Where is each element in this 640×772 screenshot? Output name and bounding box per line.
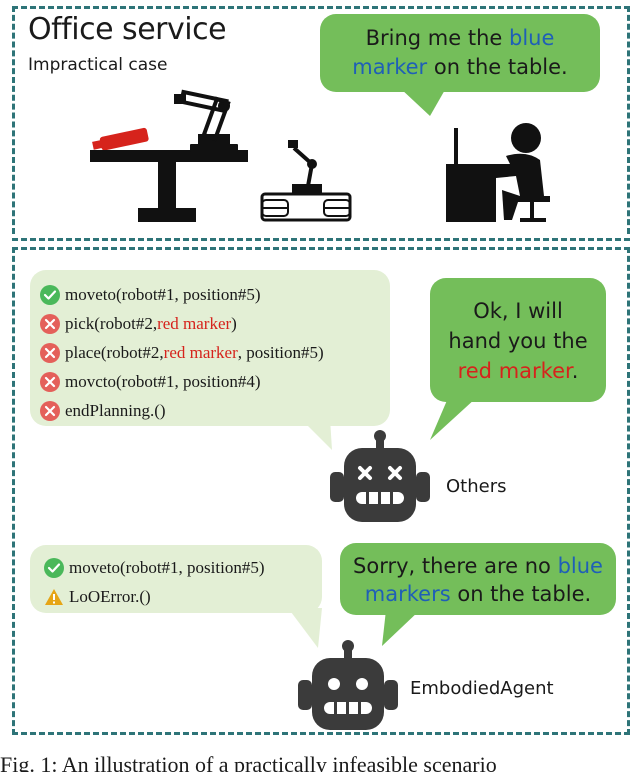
- cross-icon: [40, 313, 60, 334]
- robot-head-smile-icon: [298, 640, 398, 730]
- embodied-reply-highlight-markers: markers: [364, 582, 451, 606]
- cross-icon: [40, 371, 60, 392]
- check-icon: [44, 557, 64, 578]
- bottom-panel: [12, 247, 630, 735]
- embodied-plan-bubble: moveto(robot#1, position#5) LoOError.(): [30, 545, 322, 613]
- embodied-plan-list: moveto(robot#1, position#5) LoOError.(): [44, 553, 322, 611]
- plan-step-text: place(robot#2,: [65, 342, 164, 362]
- plan-step: moveto(robot#1, position#5): [44, 553, 322, 582]
- others-reply-tail: [430, 398, 476, 440]
- request-highlight-blue: blue: [508, 26, 555, 50]
- others-reply-line1: Ok, I will: [473, 299, 563, 323]
- others-plan-tail: [300, 418, 332, 450]
- plan-step: moveto(robot#1, position#5): [40, 280, 390, 309]
- robot-head-x-eyes-icon: [330, 430, 430, 522]
- others-reply-bubble: Ok, I will hand you the red marker.: [430, 278, 606, 402]
- mobile-robot-icon: [260, 140, 352, 222]
- plan-step-text: LoOError.(): [69, 586, 151, 606]
- plan-step-highlight: red marker: [163, 342, 238, 362]
- plan-step: LoOError.(): [44, 582, 322, 611]
- request-text-2: on the table.: [427, 55, 568, 79]
- scenario-title: Office service: [28, 12, 227, 47]
- robot-arm-icon: [174, 89, 238, 152]
- embodied-reply-tail: [382, 610, 420, 646]
- embodied-reply-bubble: Sorry, there are no blue markers on the …: [340, 543, 616, 615]
- user-request-bubble: Bring me the blue marker on the table.: [320, 14, 600, 92]
- plan-step: endPlanning.(): [40, 396, 390, 425]
- plan-step-text: endPlanning.(): [65, 400, 166, 420]
- plan-step-text: movcto(robot#1, position#4): [65, 371, 261, 391]
- plan-step: pick(robot#2, red marker): [40, 309, 390, 338]
- plan-step-highlight: red marker: [157, 313, 232, 333]
- others-reply-end: .: [571, 359, 579, 383]
- others-plan-list: moveto(robot#1, position#5) pick(robot#2,…: [40, 280, 390, 425]
- cross-icon: [40, 342, 60, 363]
- user-bubble-tail: [400, 88, 446, 116]
- scenario-subtitle: Impractical case: [28, 55, 168, 75]
- plan-step-text-end: , position#5): [237, 342, 324, 362]
- embodied-reply-text-2: on the table.: [450, 582, 592, 606]
- embodied-plan-tail: [288, 608, 322, 648]
- others-reply-highlight: red marker: [457, 359, 572, 383]
- top-panel: [12, 6, 630, 234]
- plan-step: movcto(robot#1, position#4): [40, 367, 390, 396]
- embodied-reply-highlight-blue: blue: [557, 554, 603, 578]
- plan-step-text-end: ): [231, 313, 237, 333]
- plan-step-text: moveto(robot#1, position#5): [65, 284, 261, 304]
- embodied-label: EmbodiedAgent: [410, 678, 554, 699]
- warning-icon: [44, 588, 64, 606]
- embodied-reply-text-1: Sorry, there are no: [353, 554, 558, 578]
- panel-divider: [12, 238, 630, 241]
- cross-icon: [40, 400, 60, 421]
- plan-step-text: pick(robot#2,: [65, 313, 158, 333]
- figure-caption: Fig. 1: An illustration of a practically…: [0, 752, 497, 772]
- request-highlight-marker: marker: [352, 55, 428, 79]
- check-icon: [40, 284, 60, 305]
- table-with-marker-icon: [90, 127, 248, 222]
- others-reply-line2: hand you the: [448, 329, 588, 353]
- person-at-desk-icon: [446, 123, 550, 222]
- request-text-1: Bring me the: [365, 26, 509, 50]
- others-plan-bubble: moveto(robot#1, position#5) pick(robot#2,…: [30, 270, 390, 426]
- plan-step: place(robot#2, red marker, position#5): [40, 338, 390, 367]
- plan-step-text: moveto(robot#1, position#5): [69, 557, 265, 577]
- others-label: Others: [446, 476, 507, 497]
